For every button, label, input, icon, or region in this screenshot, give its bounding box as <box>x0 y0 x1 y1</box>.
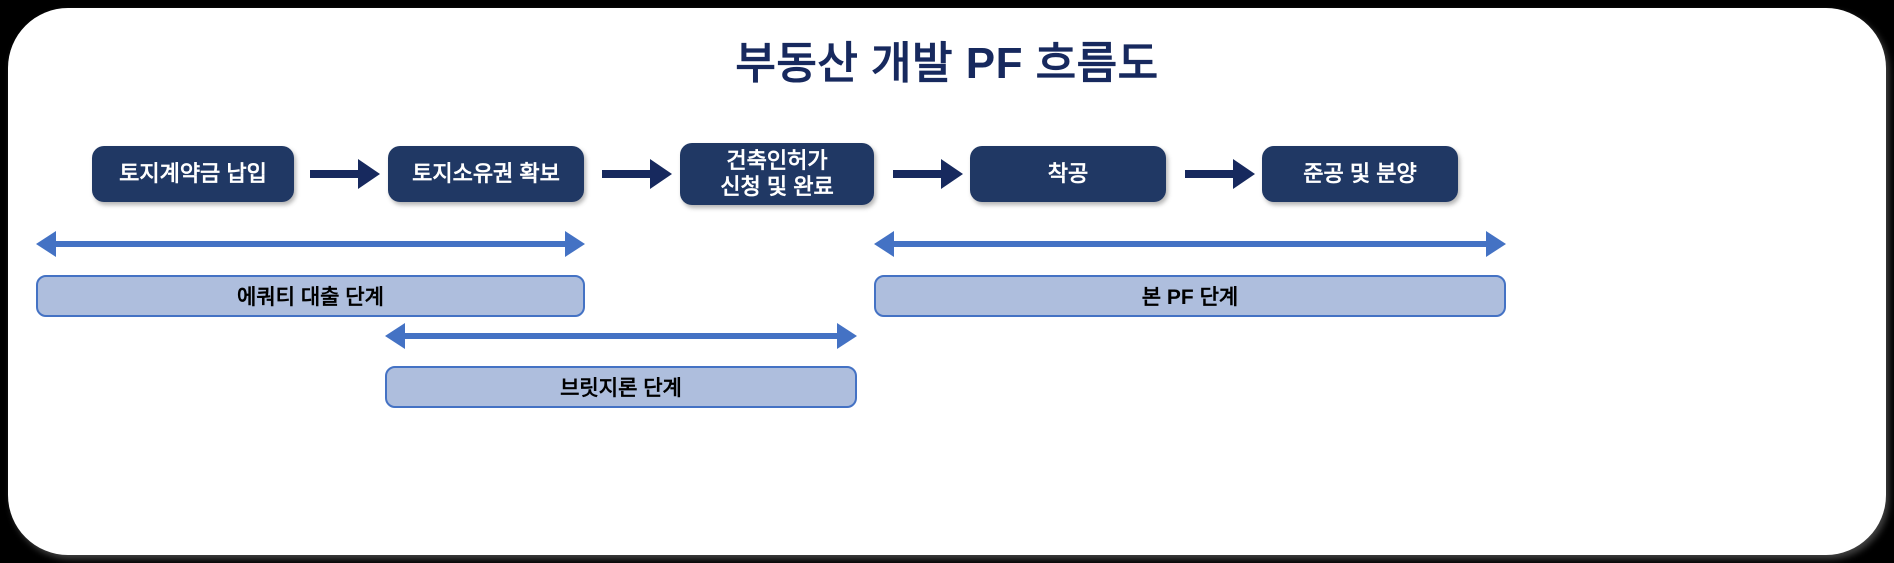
span-arrow-shaft <box>55 241 566 247</box>
flow-arrow-3 <box>893 159 963 189</box>
flow-arrow-1 <box>310 159 380 189</box>
process-box-4[interactable]: 착공 <box>970 146 1166 202</box>
equity-span-arrow <box>36 231 585 257</box>
process-box-5[interactable]: 준공 및 분양 <box>1262 146 1458 202</box>
double-headed-arrow-icon <box>565 231 585 257</box>
double-headed-arrow-icon <box>36 231 56 257</box>
right-arrow-icon <box>941 159 963 189</box>
bridge-span-arrow <box>385 323 857 349</box>
flow-arrow-shaft <box>893 170 941 178</box>
right-arrow-icon <box>358 159 380 189</box>
span-arrow-shaft <box>893 241 1487 247</box>
main-pf-span-arrow <box>874 231 1506 257</box>
process-box-3[interactable]: 건축인허가 신청 및 완료 <box>680 143 874 205</box>
flow-arrow-2 <box>602 159 672 189</box>
double-headed-arrow-icon <box>874 231 894 257</box>
flow-arrow-shaft <box>1185 170 1233 178</box>
phase-bar-main-pf[interactable]: 본 PF 단계 <box>874 275 1506 317</box>
flow-arrow-shaft <box>310 170 358 178</box>
double-headed-arrow-icon <box>385 323 405 349</box>
double-headed-arrow-icon <box>837 323 857 349</box>
phase-bar-bridge[interactable]: 브릿지론 단계 <box>385 366 857 408</box>
double-headed-arrow-icon <box>1486 231 1506 257</box>
span-arrow-shaft <box>404 333 838 339</box>
right-arrow-icon <box>1233 159 1255 189</box>
flow-arrow-shaft <box>602 170 650 178</box>
process-box-2[interactable]: 토지소유권 확보 <box>388 146 584 202</box>
phase-bar-equity[interactable]: 에쿼티 대출 단계 <box>36 275 585 317</box>
flow-arrow-4 <box>1185 159 1255 189</box>
right-arrow-icon <box>650 159 672 189</box>
page-title: 부동산 개발 PF 흐름도 <box>735 39 1159 88</box>
process-box-1[interactable]: 토지계약금 납입 <box>92 146 294 202</box>
